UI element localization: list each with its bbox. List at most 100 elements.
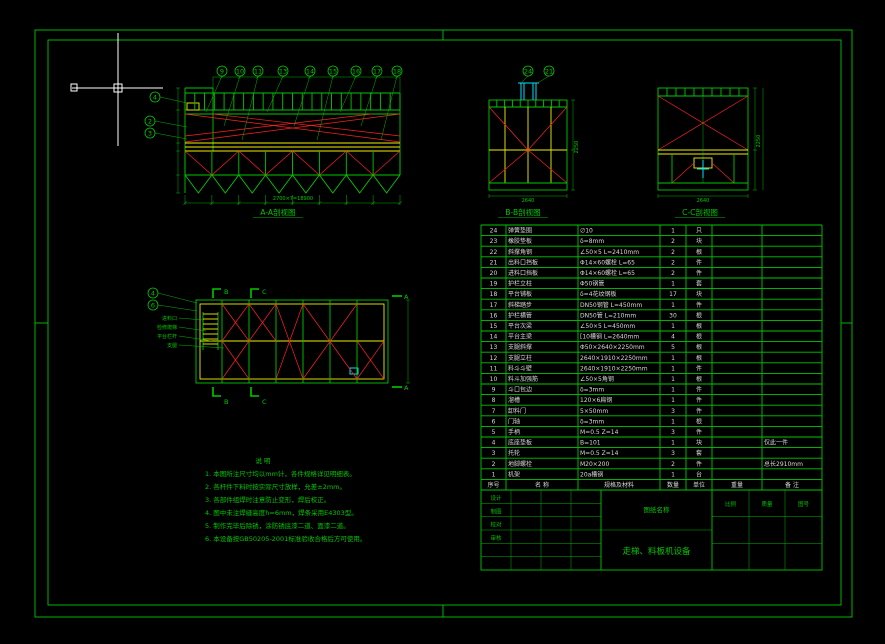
parts-cell: 块: [696, 439, 702, 447]
section-marker-b-top: B: [224, 288, 228, 296]
view-bb: 2250 2640 B-B剖视图: [488, 82, 580, 218]
parts-cell: 台: [696, 470, 702, 478]
note-line: 5. 制作完毕后除锈，涂防锈底漆二道、面漆二道。: [205, 521, 350, 530]
bb-dim-right: 2250: [574, 141, 580, 154]
parts-cell: 1: [671, 471, 675, 478]
parts-cell: 6: [492, 418, 496, 425]
parts-cell: 门轴: [508, 417, 520, 425]
parts-cell: 规格及材料: [604, 481, 634, 489]
sign-label-audit: 审核: [490, 534, 502, 542]
section-marker-b-bottom: B: [224, 398, 228, 406]
parts-cell: 支腿立柱: [508, 354, 532, 362]
parts-cell: 数量: [667, 481, 679, 489]
parts-cell: 12: [490, 355, 498, 362]
balloon-number: 4: [151, 289, 155, 297]
parts-cell: ∠50×5 L=2410mm: [580, 249, 639, 256]
scale-label: 比例: [725, 500, 737, 508]
parts-cell: 件: [696, 301, 702, 309]
sheet-border: [34, 29, 853, 618]
parts-cell: 1: [671, 397, 675, 404]
section-marker-a-top: A: [404, 293, 409, 301]
parts-cell: 重量: [731, 481, 743, 489]
parts-cell: 2: [671, 461, 675, 468]
parts-cell: DN50管 L=210mm: [580, 311, 636, 319]
parts-cell: [10槽钢 L=2640mm: [580, 333, 639, 341]
parts-cell: B=101: [580, 440, 601, 447]
parts-cell: 根: [696, 343, 702, 351]
parts-cell: 23: [490, 238, 498, 245]
notes-title: 说 明: [255, 456, 271, 465]
parts-cell: 1: [492, 471, 496, 478]
parts-cell: δ=3mm: [580, 418, 604, 425]
parts-cell: 套: [696, 449, 702, 457]
balloon-number: 13: [279, 67, 287, 75]
parts-cell: 只: [696, 228, 702, 235]
parts-cell: 单位: [693, 481, 705, 489]
balloon-number: 9: [220, 67, 224, 75]
sign-label-draft: 制图: [490, 507, 502, 515]
parts-cell: 件: [696, 460, 702, 468]
parts-cell: 3: [671, 450, 675, 457]
drawing-name-label: 图纸名称: [644, 505, 671, 514]
parts-cell: ∠50×5 L=450mm: [580, 323, 635, 330]
parts-cell: 出料口挡板: [508, 258, 538, 266]
parts-cell: 22: [490, 249, 498, 256]
parts-cell: δ=4花纹钢板: [580, 290, 617, 298]
parts-cell: ∅10: [580, 228, 593, 235]
parts-cell: 1: [671, 281, 675, 288]
parts-cell: 1: [671, 440, 675, 447]
balloon-number: 4: [153, 93, 157, 101]
balloon-number: 3: [148, 129, 152, 137]
number-label: 图号: [798, 500, 810, 508]
plan-part-label: 进料口: [162, 315, 177, 322]
parts-cell: 机架: [508, 470, 520, 478]
parts-cell: 5×50mm: [580, 408, 608, 415]
parts-cell: 护栏横管: [508, 311, 532, 319]
parts-cell: 护栏立柱: [508, 280, 532, 288]
view-aa-label: A-A剖视图: [260, 207, 295, 217]
parts-cell: 4: [492, 440, 496, 447]
parts-cell: 2: [492, 461, 496, 468]
parts-cell: 7: [492, 408, 496, 415]
parts-cell: M=0.5 Z=14: [580, 429, 619, 436]
section-marker-c-top: C: [262, 288, 267, 296]
parts-cell: 1: [671, 228, 675, 235]
cc-dim-right: 2250: [756, 135, 762, 148]
parts-cell: 2: [671, 270, 675, 277]
parts-cell: 21: [490, 259, 498, 266]
balloon-number: 17: [373, 67, 381, 75]
crosshair-cursor: [70, 33, 163, 146]
parts-cell: 24: [490, 228, 498, 235]
parts-cell: 件: [696, 407, 702, 415]
parts-cell: 溜槽: [508, 396, 520, 404]
parts-cell: 1: [671, 387, 675, 394]
parts-cell: 17: [669, 291, 677, 298]
parts-cell: ∠50×5角钢: [580, 375, 614, 383]
parts-cell: 地脚螺栓: [508, 460, 532, 468]
balloon-number: 11: [254, 67, 262, 75]
parts-cell: 5: [492, 429, 496, 436]
bb-dim-bottom: 2640: [522, 198, 535, 204]
view-aa: 2700×7=18900 A-A剖视图: [176, 76, 402, 218]
balloon-number: 18: [393, 67, 401, 75]
parts-cell: 14: [490, 334, 498, 341]
balloon-number: 16: [352, 67, 360, 75]
parts-cell: 卸料门: [508, 407, 526, 415]
parts-cell: 套: [696, 280, 702, 288]
parts-cell: 件: [696, 364, 702, 372]
parts-cell: 1: [671, 376, 675, 383]
parts-cell: 弹簧垫圈: [508, 227, 532, 235]
parts-cell: 仅此一件: [764, 439, 788, 447]
parts-cell: 手柄: [508, 428, 520, 436]
parts-cell: 17: [490, 302, 498, 309]
note-line: 6. 本设备按GB50205-2001标准验收合格后方可使用。: [205, 534, 366, 543]
view-cc: 2250 2640 C-C剖视图: [657, 87, 764, 218]
parts-cell: 19: [490, 281, 498, 288]
parts-cell: 1: [671, 302, 675, 309]
balloon-number: 21: [545, 67, 553, 75]
parts-cell: 件: [696, 428, 702, 436]
view-bb-label: B-B剖视图: [505, 207, 540, 217]
parts-cell: δ=8mm: [580, 238, 604, 245]
